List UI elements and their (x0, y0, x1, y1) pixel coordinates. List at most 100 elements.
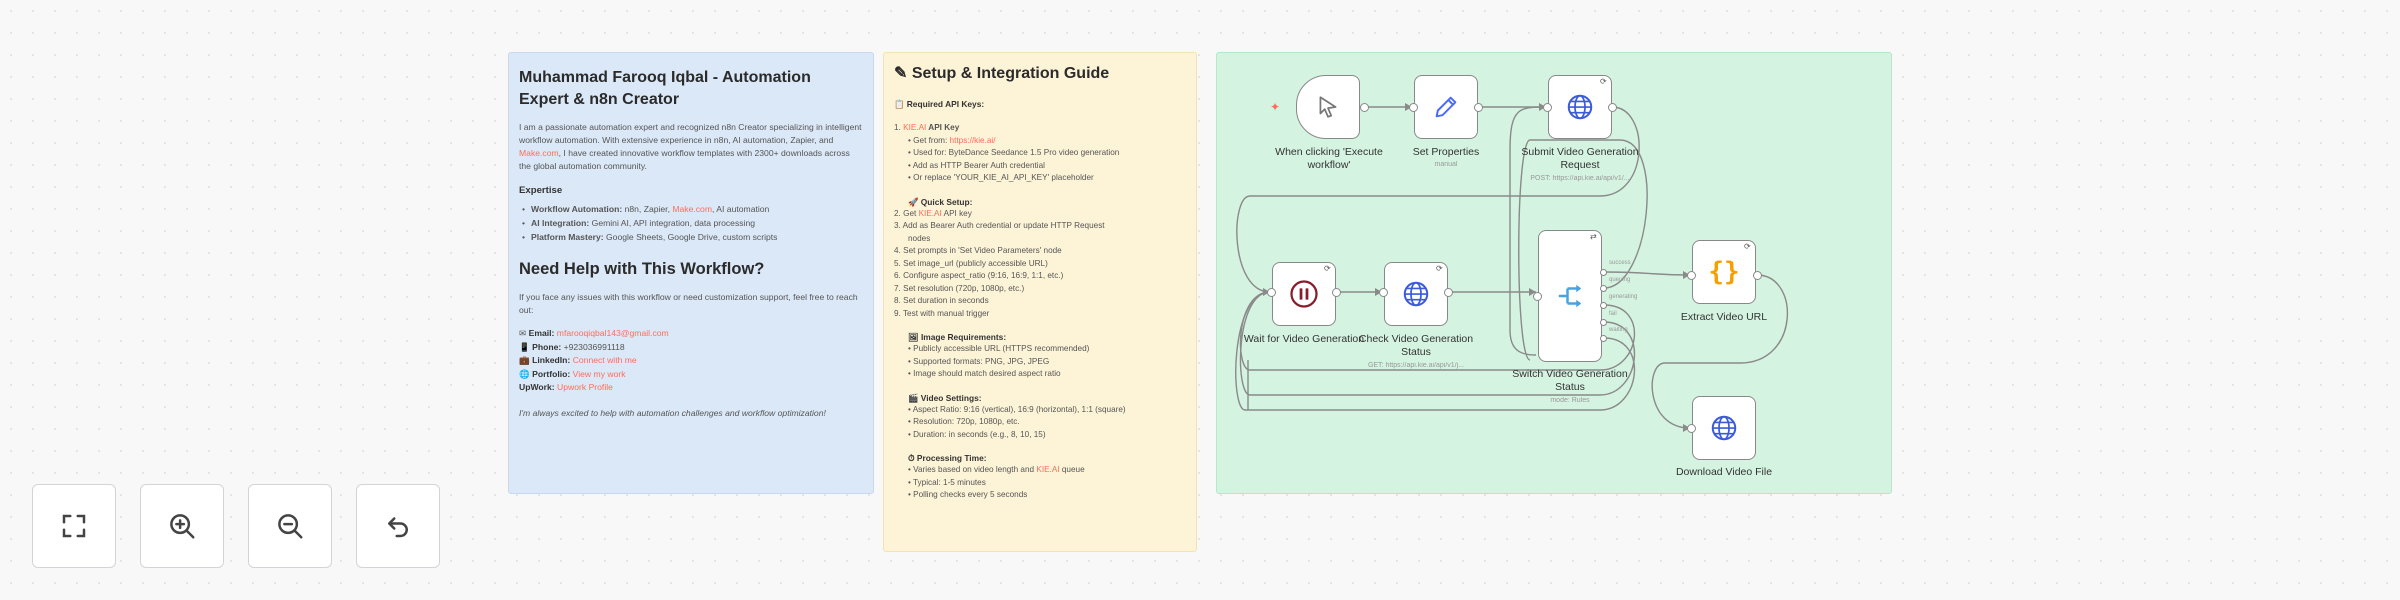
api-title: 1. KIE.AI API Key (894, 123, 960, 132)
briefcase-icon: 💼 (519, 355, 530, 365)
help-text: If you face any issues with this workflo… (519, 292, 858, 315)
switch-output-label: waiting (1609, 327, 1628, 333)
node-wait-output-port[interactable] (1332, 288, 1341, 297)
expertise-list: Workflow Automation: n8n, Zapier, Make.c… (519, 202, 863, 244)
node-extract-output-port[interactable] (1753, 271, 1762, 280)
expertise-heading: Expertise (519, 185, 563, 196)
node-check-input-port[interactable] (1379, 288, 1388, 297)
contact-linkedin: 💼 LinkedIn: Connect with me (519, 355, 637, 365)
expertise-item: Workflow Automation: n8n, Zapier, Make.c… (519, 202, 863, 216)
globe-icon (1403, 281, 1429, 307)
trigger-bolt-icon: ✦ (1270, 100, 1281, 114)
bio-intro: I am a passionate automation expert and … (519, 122, 862, 171)
node-download-label: Download Video File (1675, 466, 1773, 478)
reset-zoom-button[interactable] (356, 484, 440, 568)
node-set-properties[interactable] (1414, 75, 1478, 139)
quick-step: 7. Set resolution (720p, 1080p, etc.) (894, 283, 1025, 293)
node-set-properties-input-port[interactable] (1409, 103, 1418, 112)
link-icon: ⟳ (1324, 264, 1331, 273)
globe-icon (1711, 415, 1737, 441)
fit-view-button[interactable] (32, 484, 116, 568)
sticky-note-guide[interactable]: ✎ Setup & Integration Guide 📋 Required A… (883, 52, 1197, 552)
switch-output-label: success (1609, 260, 1631, 266)
reset-zoom-icon (388, 517, 408, 538)
pause-icon (1290, 280, 1318, 308)
guide-title: ✎ Setup & Integration Guide (894, 65, 1110, 82)
sticky-note-bio[interactable]: Muhammad Farooq Iqbal - Automation Exper… (508, 52, 874, 494)
zoom-in-button[interactable] (140, 484, 224, 568)
make-link[interactable]: Make.com (672, 204, 712, 214)
node-submit-label: Submit Video Generation Request (1521, 146, 1639, 171)
phone-value: +923036991118 (563, 341, 625, 352)
switch-output-port[interactable] (1600, 319, 1607, 326)
api-item: • Used for: ByteDance Seedance 1.5 Pro v… (908, 148, 1120, 157)
link-icon: ⟳ (1436, 264, 1443, 273)
node-switch-sub: mode: Rules (1550, 397, 1590, 404)
api-item: • Or replace 'YOUR_KIE_AI_API_KEY' place… (908, 173, 1094, 182)
kie-link[interactable]: KIE.AI (903, 123, 927, 132)
switch-output-port[interactable] (1600, 269, 1607, 276)
node-submit-output-port[interactable] (1608, 103, 1617, 112)
link-icon: ⟳ (1600, 77, 1607, 86)
node-extract-input-port[interactable] (1687, 271, 1696, 280)
contact-list: ✉ Email: mfarooqiqbal143@gmail.com 📱 Pho… (519, 327, 863, 395)
quick-setup-heading: 🚀 Quick Setup: (908, 196, 973, 207)
required-heading: 📋 Required API Keys: (894, 99, 985, 109)
make-link[interactable]: Make.com (519, 148, 559, 158)
contact-portfolio: 🌐 Portfolio: View my work (519, 368, 626, 379)
cursor-icon (1319, 96, 1337, 118)
image-req-item: • Supported formats: PNG, JPG, JPEG (908, 356, 1050, 366)
contact-email: ✉ Email: mfarooqiqbal143@gmail.com (519, 328, 669, 338)
switch-output-label: queuing (1609, 277, 1631, 283)
video-setting-item: • Aspect Ratio: 9:16 (vertical), 16:9 (h… (908, 404, 1126, 414)
email-link[interactable]: mfarooqiqbal143@gmail.com (556, 328, 669, 338)
help-heading: Need Help with This Workflow? (519, 260, 765, 278)
quick-step: nodes (908, 233, 931, 243)
phone-icon: 📱 (519, 341, 530, 352)
node-check-output-port[interactable] (1444, 288, 1453, 297)
quick-step: 6. Configure aspect_ratio (9:16, 16:9, 1… (894, 271, 1064, 280)
pencil-icon (1435, 96, 1457, 118)
node-switch-label: Switch Video Generation Status (1512, 368, 1628, 393)
node-extract-url[interactable]: {} (1692, 240, 1756, 304)
linkedin-link[interactable]: Connect with me (572, 355, 637, 365)
node-wait-input-port[interactable] (1267, 288, 1276, 297)
contact-upwork: UpWork: Upwork Profile (519, 382, 613, 392)
portfolio-link[interactable]: View my work (572, 368, 626, 379)
node-trigger-label: When clicking 'Execute workflow' (1275, 146, 1383, 171)
quick-step: 9. Test with manual trigger (894, 308, 990, 318)
kie-url-link[interactable]: https://kie.ai/ (949, 135, 996, 145)
node-wait-label: Wait for Video Generation (1243, 333, 1365, 345)
processing-item: • Polling checks every 5 seconds (908, 490, 1028, 499)
expertise-item: AI Integration: Gemini AI, API integrati… (519, 216, 863, 230)
email-icon: ✉ (519, 328, 527, 338)
image-req-heading: 🖼 Image Requirements: (908, 332, 1007, 342)
quick-step: 4. Set prompts in 'Set Video Parameters'… (894, 246, 1062, 255)
switch-output-port[interactable] (1600, 285, 1607, 292)
node-set-properties-output-port[interactable] (1474, 103, 1483, 112)
switch-output-port[interactable] (1600, 335, 1607, 342)
kie-link[interactable]: KIE.AI (1036, 465, 1060, 474)
zoom-out-button[interactable] (248, 484, 332, 568)
node-download-input-port[interactable] (1687, 424, 1696, 433)
node-submit-sub: POST: https://api.kie.ai/api/v1/... (1530, 175, 1630, 182)
globe-icon (1567, 94, 1593, 120)
globe-icon: 🌐 (519, 368, 530, 379)
closing-text: I'm always excited to help with automati… (519, 407, 826, 418)
kie-link[interactable]: KIE.AI (918, 208, 942, 218)
node-switch[interactable] (1538, 230, 1602, 362)
switch-output-port[interactable] (1600, 302, 1607, 309)
node-switch-input-port[interactable] (1533, 292, 1542, 301)
upwork-link[interactable]: Upwork Profile (557, 382, 613, 392)
image-req-item: • Publicly accessible URL (HTTPS recomme… (908, 344, 1090, 353)
fit-view-icon (62, 514, 86, 538)
node-submit-input-port[interactable] (1543, 103, 1552, 112)
node-trigger[interactable] (1296, 75, 1360, 139)
link-icon: ⟳ (1744, 242, 1751, 251)
node-check-label: Check Video Generation Status (1358, 333, 1474, 358)
node-trigger-output-port[interactable] (1360, 103, 1369, 112)
quick-step: 8. Set duration in seconds (894, 296, 989, 305)
node-download[interactable] (1692, 396, 1756, 460)
switch-icon (1558, 284, 1582, 308)
node-extract-label: Extract Video URL (1680, 311, 1768, 323)
